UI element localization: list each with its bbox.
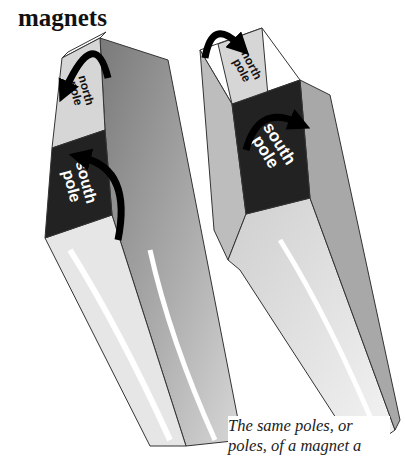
face-polygon: [232, 80, 310, 214]
pole-face: north pole: [52, 38, 105, 148]
face-polygon: [45, 130, 112, 238]
figure-caption: The same poles, or poles, of a magnet a: [228, 416, 390, 456]
face-polygon: [52, 38, 105, 148]
face-polygon: [218, 28, 268, 104]
pole-face: south pole: [45, 130, 112, 238]
highlight-streak: [150, 250, 215, 440]
highlight-streak: [280, 240, 380, 440]
magnet-lower-face: [45, 215, 186, 446]
pole-face: south pole: [232, 80, 310, 214]
pole-face: north pole: [218, 28, 268, 104]
diagram-title: magnets: [18, 4, 107, 32]
